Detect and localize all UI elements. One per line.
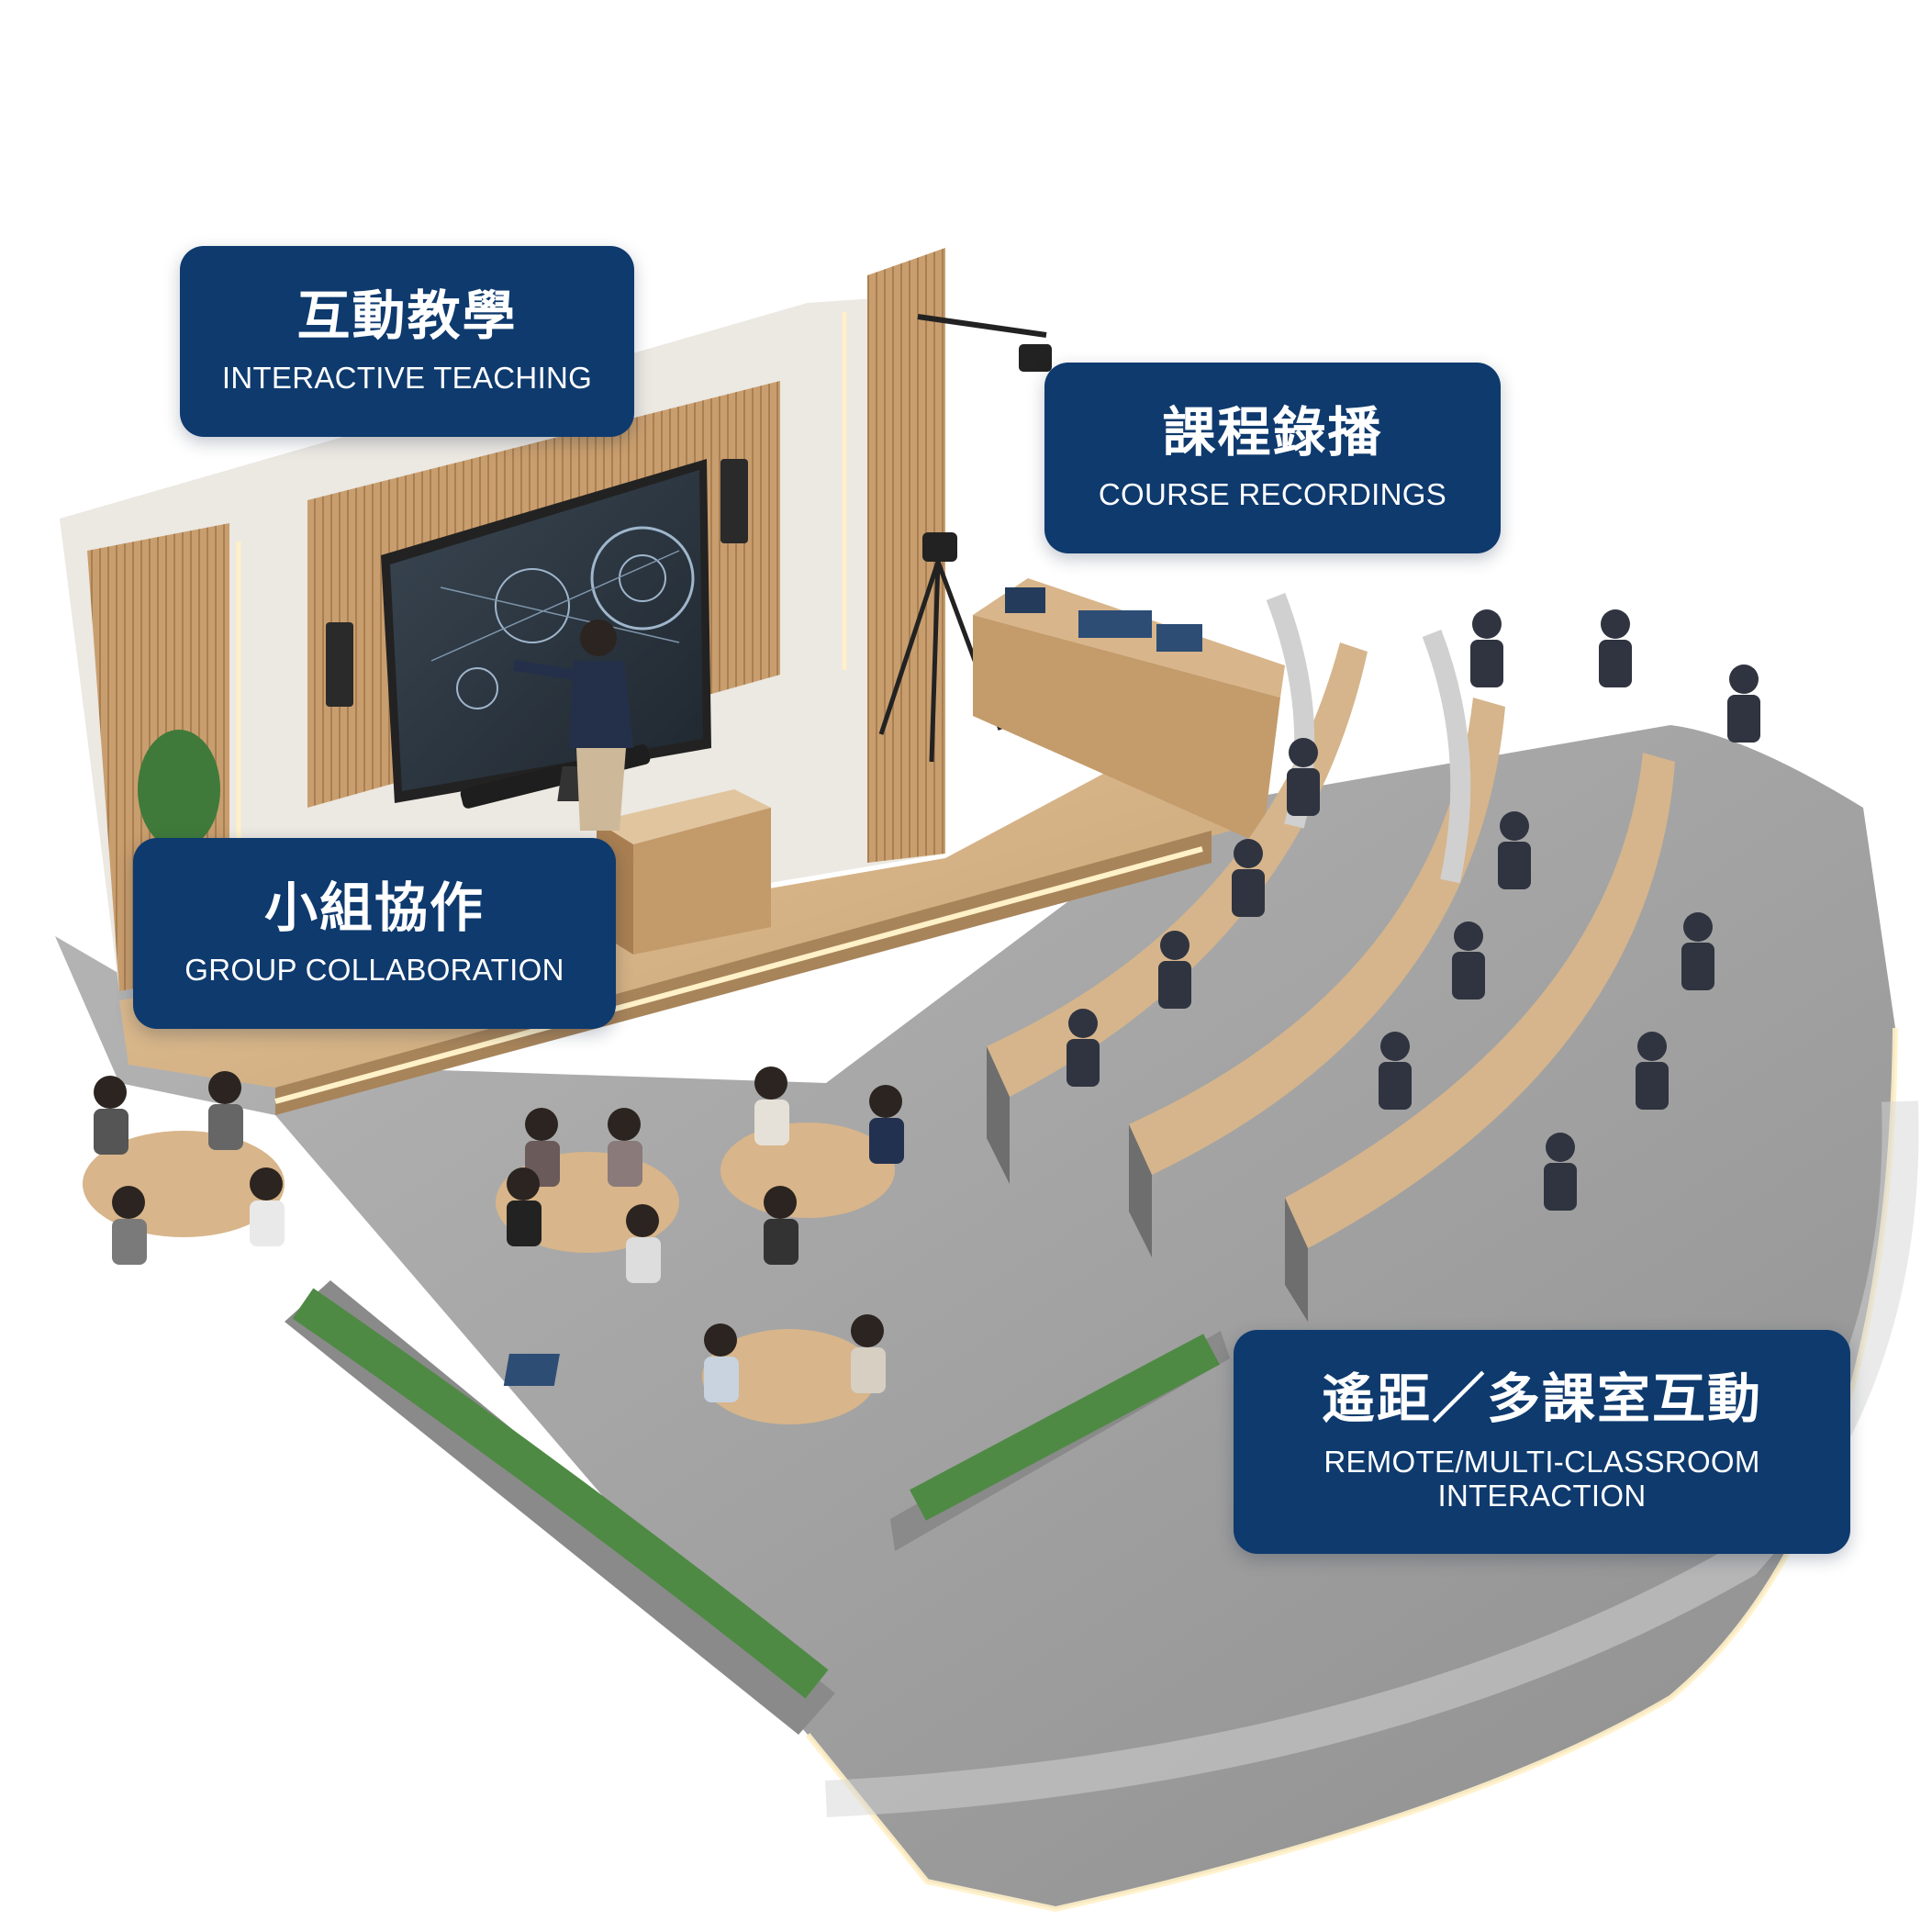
speaker-left bbox=[326, 622, 353, 707]
group-table-left bbox=[83, 1071, 285, 1265]
remote-interaction-title-en: REMOTE/MULTI-CLASSROOM INTERACTION bbox=[1323, 1444, 1760, 1513]
group-collaboration-label: 小組協作 GROUP COLLABORATION bbox=[133, 838, 616, 1029]
potted-plant bbox=[138, 730, 220, 849]
speaker-right bbox=[720, 459, 748, 543]
tier-students bbox=[1067, 609, 1760, 1211]
remote-interaction-title-zh: 遙距／多課室互動 bbox=[1321, 1368, 1762, 1431]
course-recordings-label: 課程錄播 COURSE RECORDINGS bbox=[1044, 363, 1501, 553]
course-recordings-title-zh: 課程錄播 bbox=[1162, 400, 1383, 463]
remote-interaction-title-en-line2: INTERACTION bbox=[1437, 1478, 1647, 1513]
remote-interaction-title-en-line1: REMOTE/MULTI-CLASSROOM bbox=[1323, 1444, 1760, 1479]
planter-boxes bbox=[285, 1280, 1230, 1735]
interactive-teaching-title-en: INTERACTIVE TEACHING bbox=[221, 361, 593, 396]
control-desk bbox=[973, 578, 1285, 844]
remote-interaction-label: 遙距／多課室互動 REMOTE/MULTI-CLASSROOM INTERACT… bbox=[1234, 1330, 1850, 1554]
floor-platform bbox=[55, 725, 1919, 1913]
tiered-seating bbox=[987, 593, 1675, 1322]
group-table-center-left bbox=[496, 1108, 679, 1283]
interactive-teaching-label: 互動教學 INTERACTIVE TEACHING bbox=[180, 246, 634, 437]
group-table-front bbox=[503, 1314, 886, 1424]
group-collaboration-title-en: GROUP COLLABORATION bbox=[184, 953, 564, 988]
presenter-figure bbox=[513, 620, 633, 831]
course-recordings-title-en: COURSE RECORDINGS bbox=[1098, 477, 1447, 512]
interactive-teaching-title-zh: 互動教學 bbox=[296, 284, 518, 347]
ceiling-camera bbox=[917, 314, 1052, 372]
group-collaboration-title-zh: 小組協作 bbox=[263, 876, 485, 939]
group-table-center-right bbox=[720, 1067, 904, 1265]
